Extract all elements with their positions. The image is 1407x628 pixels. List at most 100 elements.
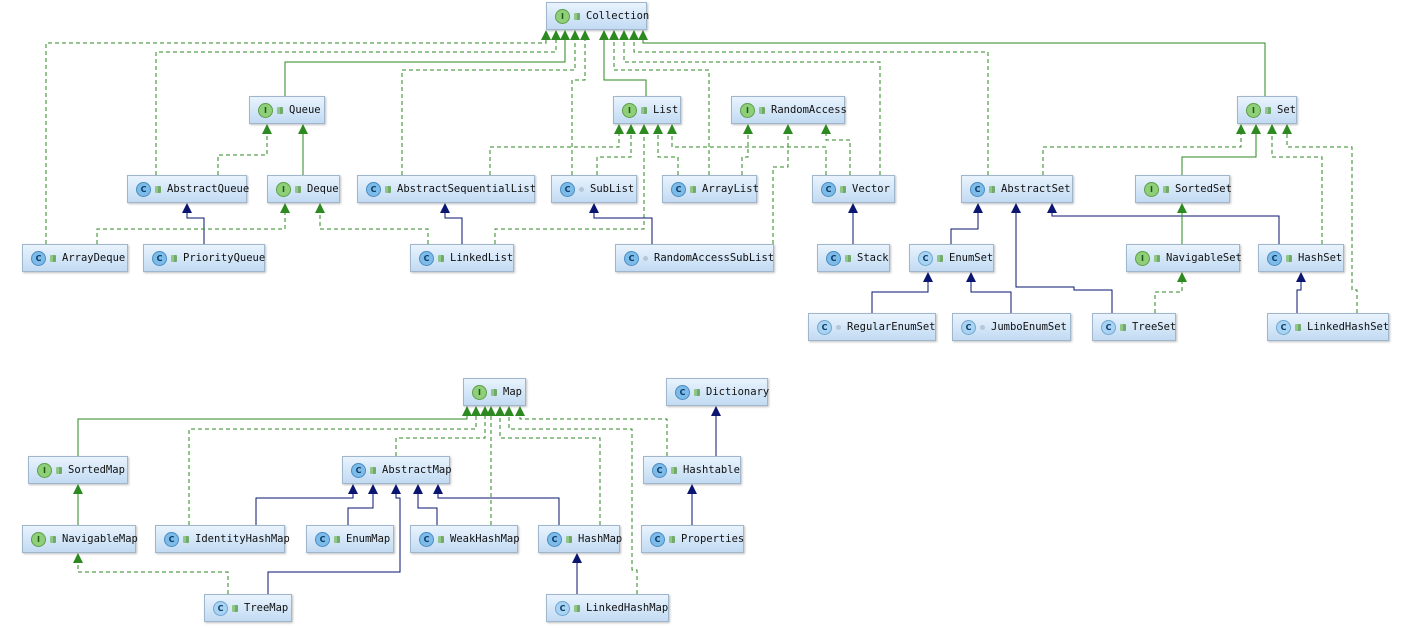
visibility-icon: [56, 466, 62, 474]
edge-linkedhashmap-to-map: [508, 416, 638, 594]
visibility-icon: [438, 254, 444, 262]
edge-arraylist-to-list: [657, 134, 679, 175]
class-icon: C: [826, 250, 841, 266]
class-icon: C: [1267, 250, 1282, 266]
node-label: EnumMap: [346, 533, 391, 545]
edge-sortedset-to-set: [1181, 134, 1257, 175]
class-icon: C: [366, 181, 381, 197]
visibility-icon: [574, 604, 580, 612]
node-dictionary[interactable]: C Dictionary: [666, 378, 770, 406]
node-label: Deque: [307, 183, 339, 195]
visibility-icon: [277, 106, 283, 114]
arrowhead-hashset-to-set: [1267, 124, 1277, 134]
arrowhead-queue-to-collection: [560, 30, 570, 40]
visibility-icon: [840, 185, 846, 193]
arrowhead-sublist-to-list: [626, 124, 636, 134]
arrowhead-vector-to-collection: [619, 30, 629, 40]
visibility-icon: [295, 185, 301, 193]
arrowhead-identityhashmap-to-abstractmap: [348, 484, 358, 494]
class-icon: C: [419, 531, 434, 547]
edge-linkedhashset-to-hashset: [1296, 282, 1302, 313]
edge-abstractsequentiallist-to-collection: [401, 40, 576, 175]
visibility-icon: [694, 388, 700, 396]
class-icon: C: [675, 384, 690, 400]
node-label: ArrayDeque: [62, 252, 126, 264]
edge-hashmap-to-abstractmap: [437, 494, 560, 525]
interface-icon: I: [1246, 102, 1261, 118]
class-icon: C: [624, 250, 639, 266]
visibility-icon: [579, 186, 584, 192]
edge-identityhashmap-to-map: [188, 416, 477, 525]
node-label: RandomAccessSubList: [654, 252, 775, 264]
class-icon: C: [970, 181, 985, 197]
edge-vector-to-randomaccess: [825, 134, 851, 175]
edge-sublist-to-list: [596, 134, 632, 175]
edge-identityhashmap-to-abstractmap: [255, 494, 354, 525]
node-randomaccesssublist[interactable]: C RandomAccessSubList: [615, 244, 774, 272]
class-icon: C: [152, 250, 167, 266]
final-class-icon: C: [961, 319, 976, 335]
class-icon: C: [164, 531, 179, 547]
class-icon: C: [650, 531, 665, 547]
node-label: AbstractQueue: [167, 183, 250, 195]
node-label: TreeMap: [244, 602, 289, 614]
arrowhead-abstractset-to-collection: [629, 30, 639, 40]
node-label: HashMap: [578, 533, 623, 545]
final-class-icon: C: [918, 250, 933, 266]
edge-treemap-to-abstractmap: [267, 494, 401, 594]
arrowhead-abstractsequentiallist-to-collection: [570, 30, 580, 40]
edge-arraydeque-to-deque: [96, 213, 286, 244]
node-label: Dictionary: [706, 386, 770, 398]
node-deque[interactable]: I Deque: [267, 175, 340, 203]
node-label: AbstractSet: [1001, 183, 1071, 195]
visibility-icon: [385, 185, 391, 193]
visibility-icon: [1163, 185, 1169, 193]
visibility-icon: [334, 535, 340, 543]
visibility-icon: [438, 535, 444, 543]
edge-sublist-to-collection: [571, 40, 586, 175]
node-abstractset[interactable]: C AbstractSet: [961, 175, 1073, 203]
interface-icon: I: [276, 181, 291, 197]
edge-set-to-collection: [642, 40, 1266, 96]
class-icon: C: [351, 462, 366, 478]
arrowhead-hashtable-to-dictionary: [711, 406, 721, 416]
arrowhead-treeset-to-abstractset: [1011, 203, 1021, 213]
visibility-icon: [671, 466, 677, 474]
interface-icon: I: [622, 102, 637, 118]
